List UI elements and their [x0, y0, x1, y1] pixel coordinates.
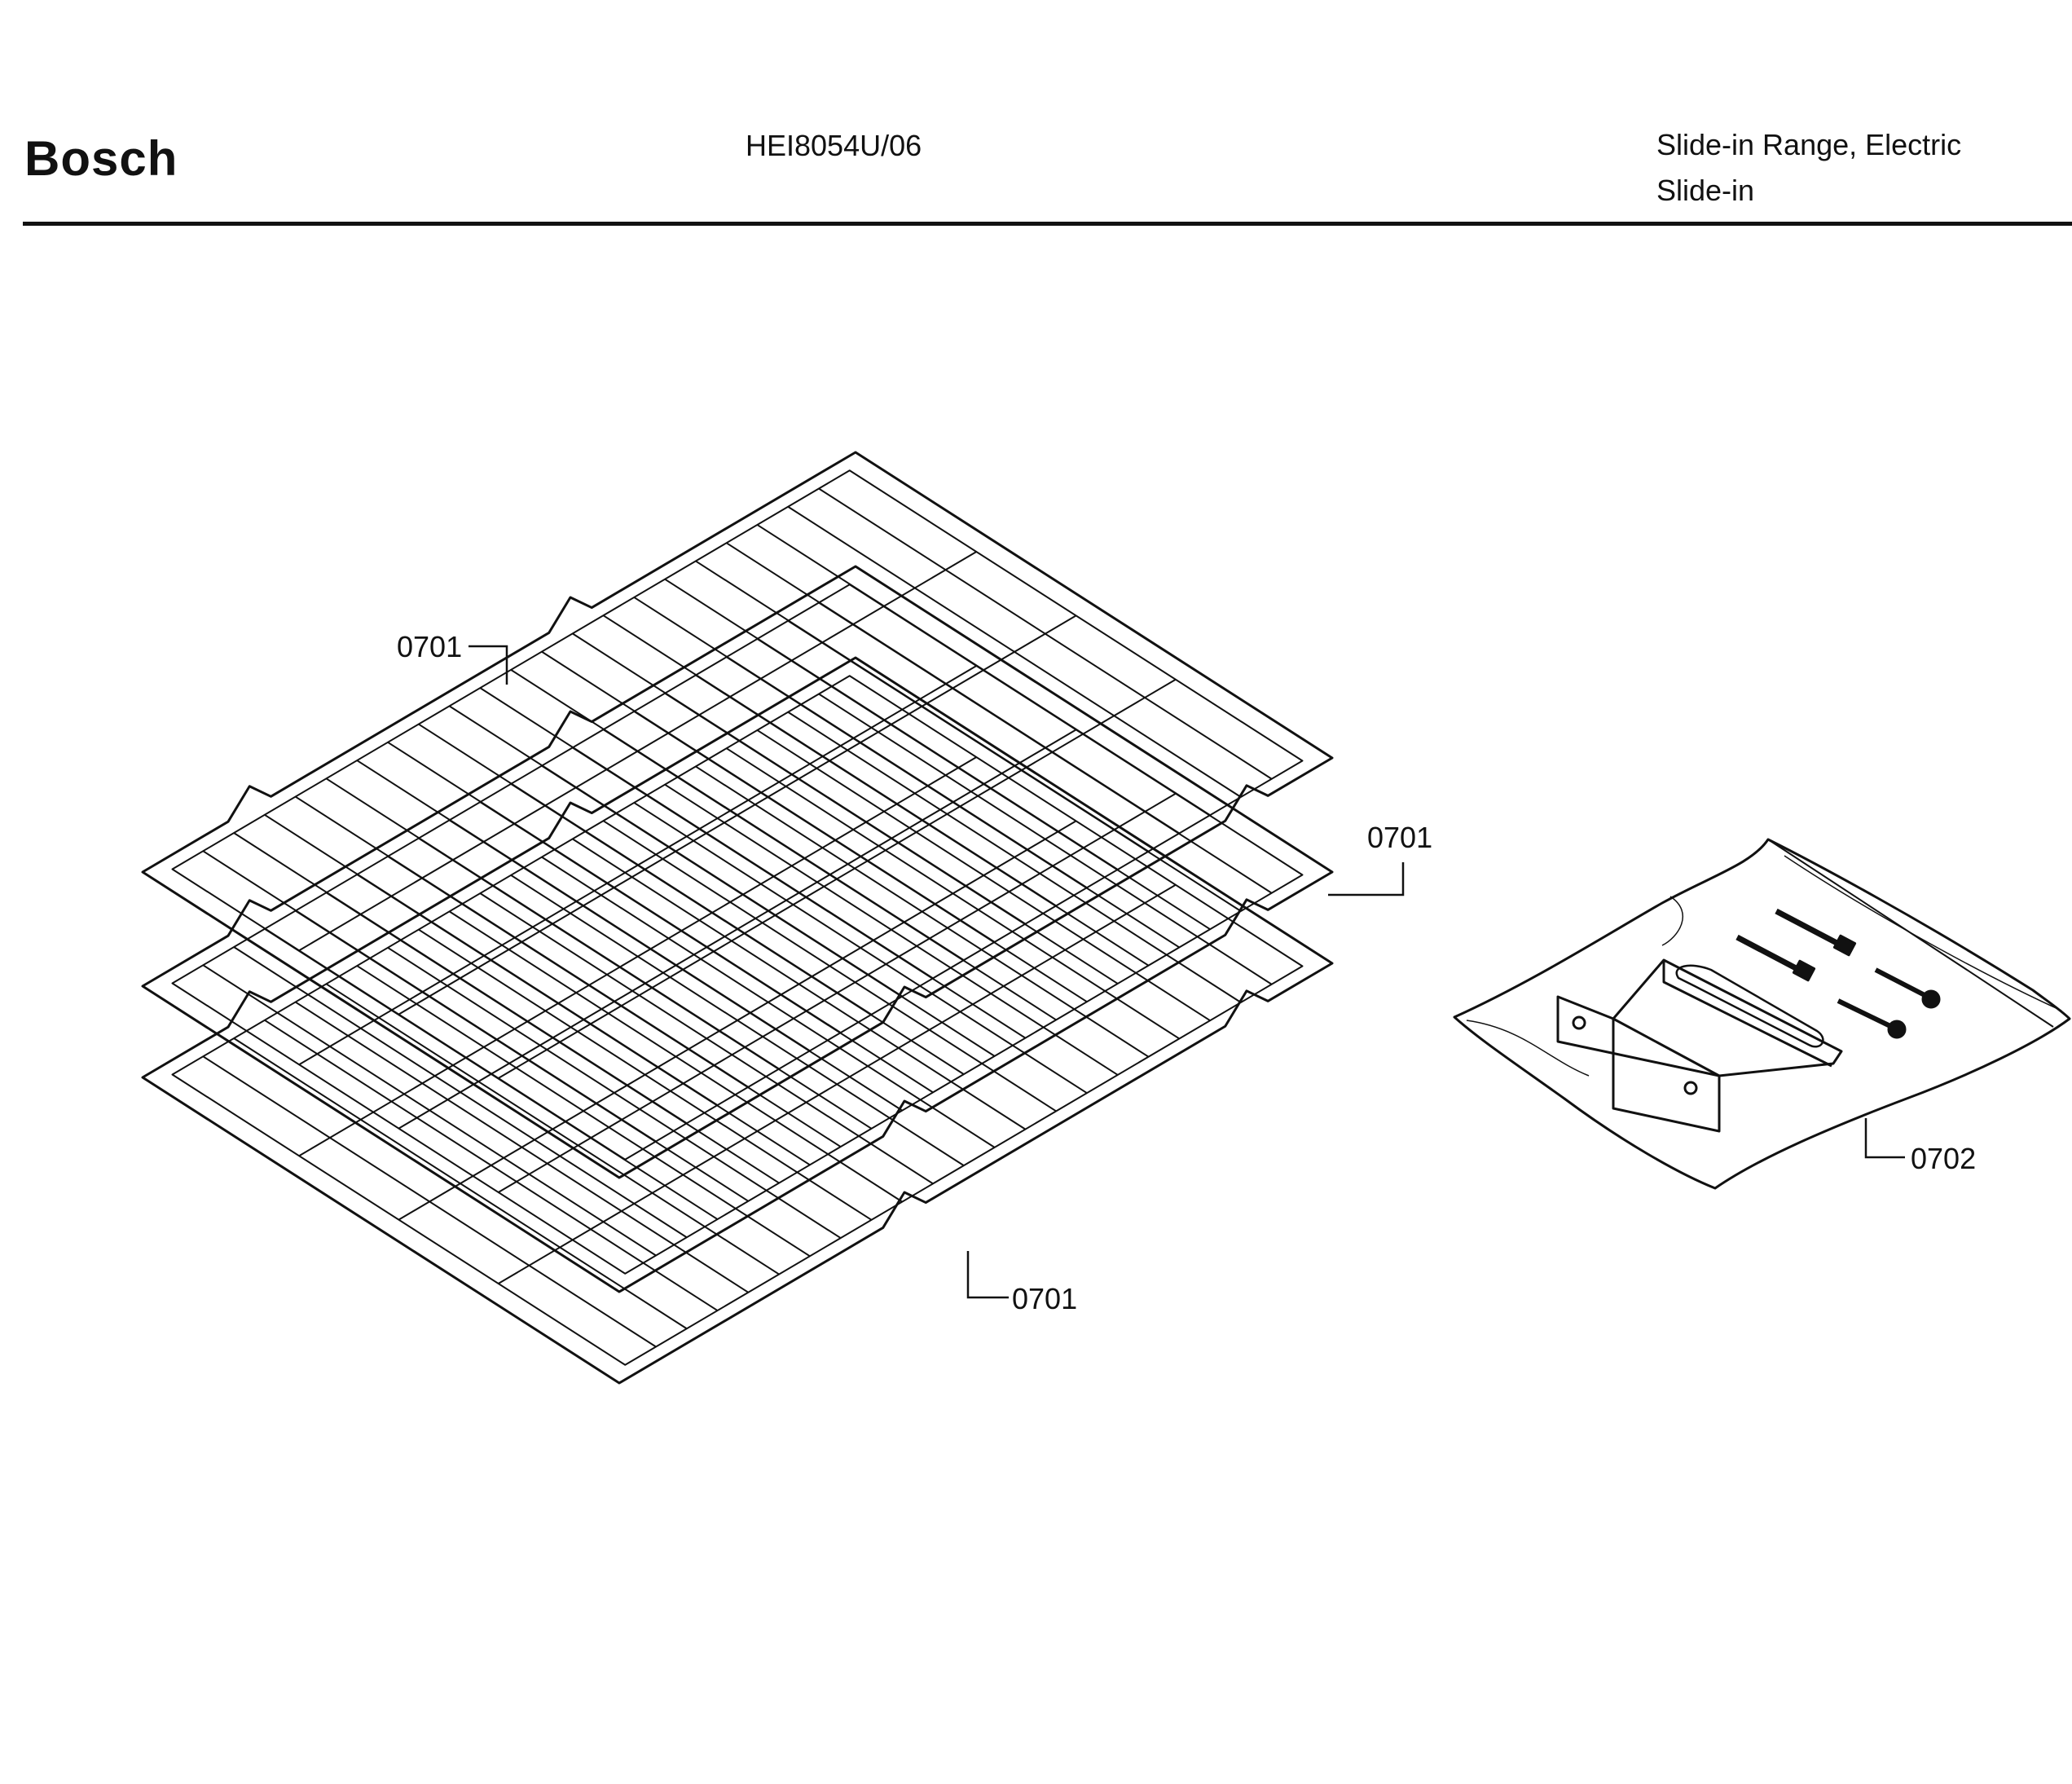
oven-rack-bottom	[141, 656, 1334, 1385]
leader-line-rack-top	[469, 645, 508, 685]
bag-wrinkle	[1784, 855, 2062, 1011]
callout-label-rack-bottom: 0701	[1012, 1282, 1077, 1315]
rack-support-wire	[398, 614, 1077, 1015]
bag-wrinkle	[1661, 896, 1683, 946]
model-number: HEI8054U/06	[746, 129, 922, 162]
leader-line-hardware-kit	[1864, 1118, 1905, 1159]
header-divider	[23, 222, 2072, 226]
bracket-hole	[1683, 1081, 1698, 1095]
callout-leaders	[469, 645, 1905, 1299]
product-type-line-1: Slide-in Range, Electric	[1656, 128, 1962, 161]
rack-inner-frame	[171, 584, 1304, 1275]
screws	[1735, 908, 1941, 1039]
brand-name: Bosch	[24, 131, 178, 186]
leader-line-rack-middle	[1328, 862, 1405, 896]
oven-racks	[141, 451, 1334, 1385]
callout-label-rack-top: 0701	[397, 630, 462, 663]
bracket-slot	[1675, 964, 1824, 1048]
oven-rack-top	[141, 451, 1334, 1179]
callout-label-rack-middle: 0701	[1367, 821, 1432, 854]
bag-wrinkle	[1466, 1020, 1590, 1077]
bracket-flange	[1662, 960, 1832, 1068]
screw	[1735, 934, 1816, 982]
screw	[1837, 998, 1907, 1039]
rack-support-wire	[498, 678, 1177, 1079]
leader-line-rack-bottom	[966, 1251, 1009, 1299]
rack-support-wire	[298, 551, 977, 952]
rack-support-wire	[398, 820, 1077, 1221]
rack-inner-frame	[171, 469, 1304, 1161]
product-type: Slide-in Range, Electric Slide-in	[1656, 122, 1961, 214]
screw	[1775, 908, 1857, 957]
mounting-bracket	[1556, 958, 1843, 1133]
callout-label-hardware-kit: 0702	[1911, 1142, 1976, 1175]
bracket-top	[1612, 958, 1843, 1077]
hardware-kit	[1453, 838, 2071, 1190]
product-type-line-2: Slide-in	[1656, 174, 1755, 207]
rack-support-wire	[298, 756, 977, 1157]
bracket-hole	[1572, 1015, 1586, 1030]
rack-support-wire	[498, 883, 1177, 1284]
hardware-bag	[1453, 838, 2071, 1190]
screw	[1874, 967, 1941, 1009]
rack-inner-frame	[171, 675, 1304, 1366]
